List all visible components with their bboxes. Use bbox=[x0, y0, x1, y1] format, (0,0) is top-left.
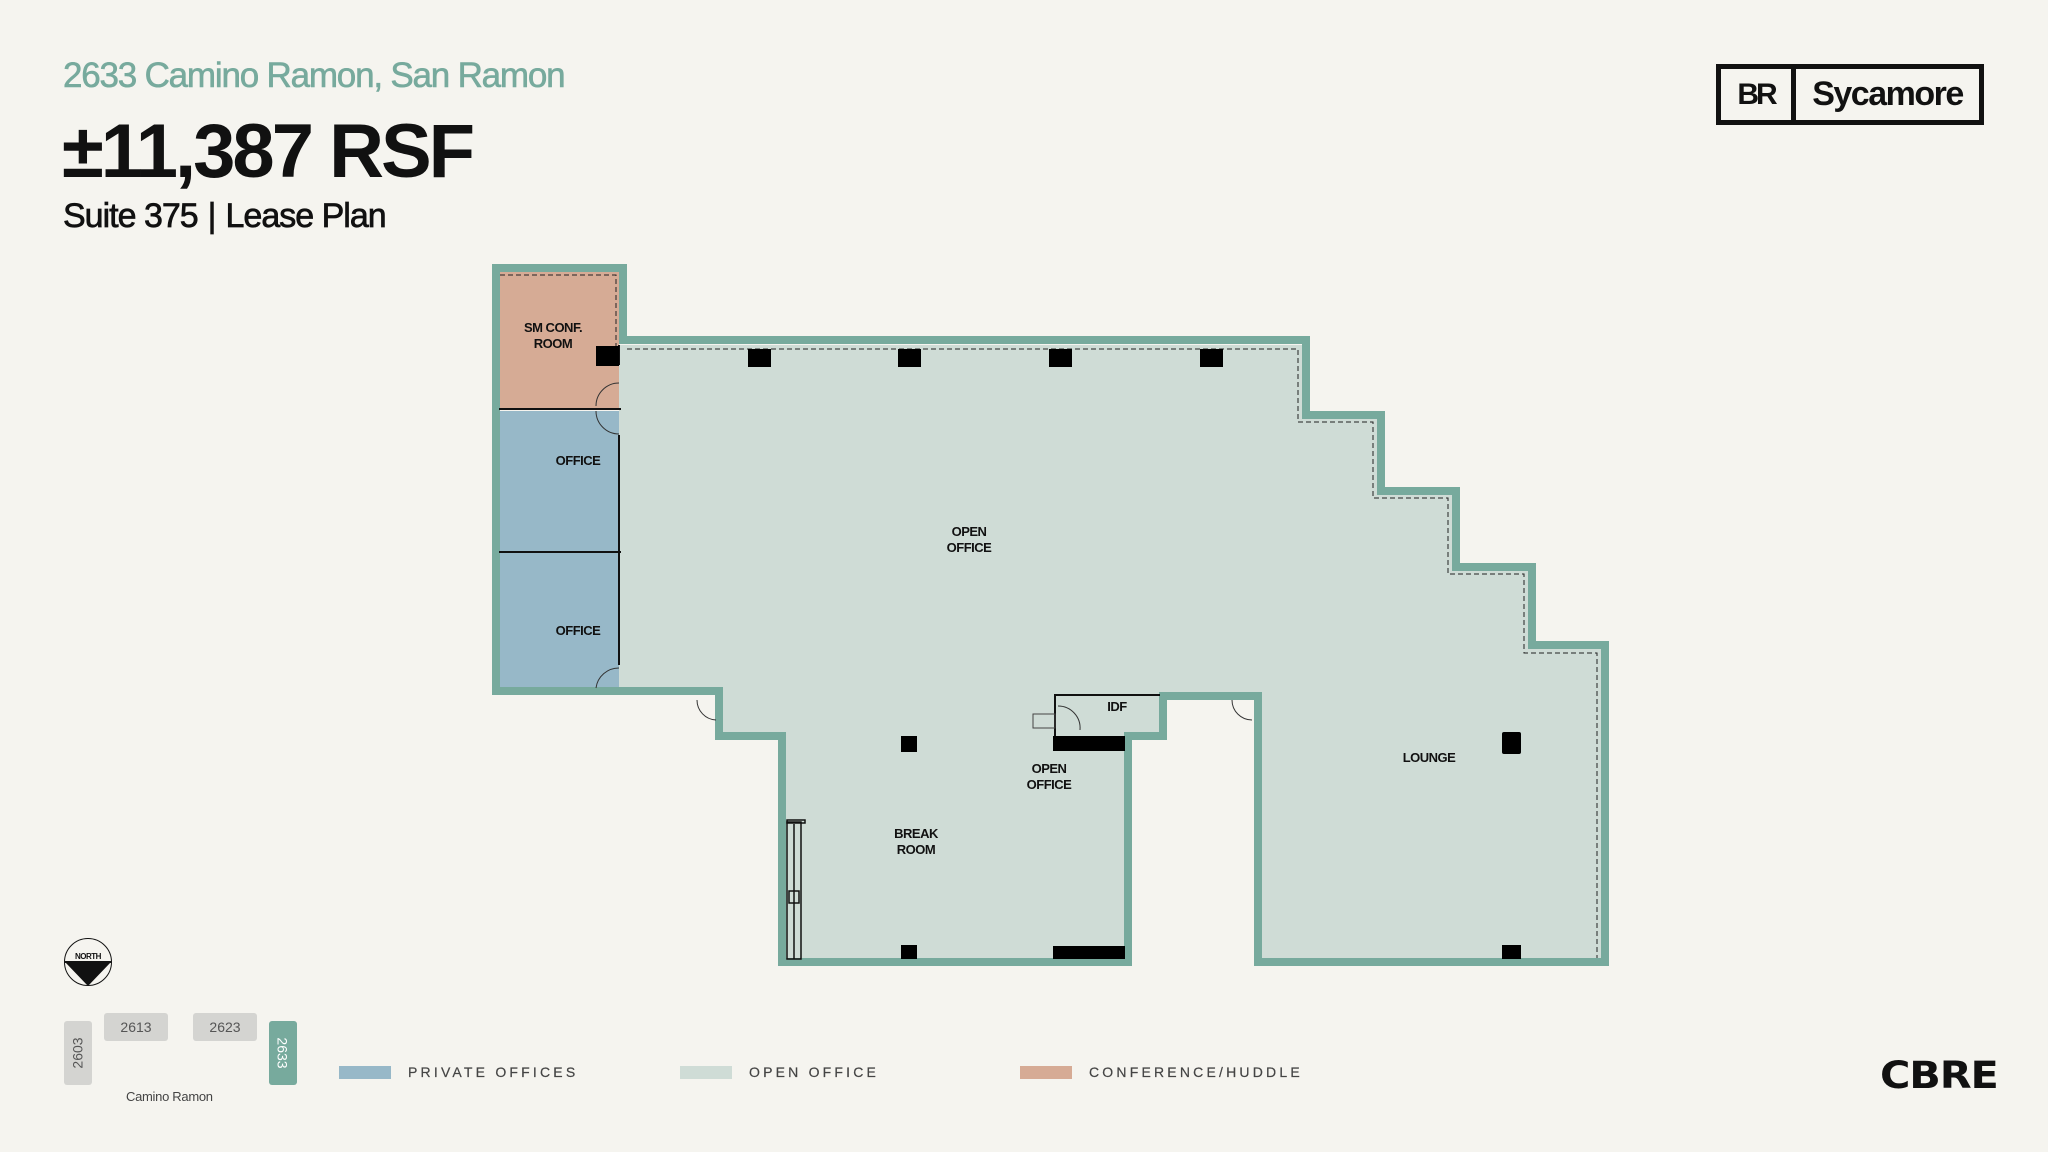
conf-glazing-line bbox=[500, 274, 617, 350]
legend-private-offices: PRIVATE OFFICES bbox=[339, 1064, 578, 1080]
label-idf: IDF bbox=[1107, 699, 1127, 714]
label-open-office-small: OPEN bbox=[1032, 761, 1067, 776]
conference-room-area bbox=[499, 272, 619, 409]
label-open-office-main: OPEN bbox=[952, 524, 987, 539]
plan-type: Lease Plan bbox=[225, 197, 387, 236]
exterior-walls bbox=[492, 264, 1609, 966]
legend-label-conference: CONFERENCE/HUDDLE bbox=[1089, 1064, 1303, 1080]
legend-conference: CONFERENCE/HUDDLE bbox=[1020, 1064, 1303, 1080]
open-office-area bbox=[619, 345, 1601, 959]
label-sm-conf-room: SM CONF. bbox=[524, 320, 582, 335]
label-sm-conf-room-2: ROOM bbox=[534, 336, 572, 351]
building-2633-highlighted: 2633 bbox=[269, 1021, 297, 1085]
room-labels: SM CONF. ROOM OFFICE OFFICE OPEN OFFICE … bbox=[524, 320, 1457, 857]
structural-columns bbox=[596, 346, 1521, 959]
north-label: NORTH bbox=[75, 952, 101, 961]
brand-name: Sycamore bbox=[1812, 75, 1964, 113]
label-break-room: BREAK bbox=[894, 826, 939, 841]
idf-equipment bbox=[1032, 713, 1056, 729]
door-swings bbox=[595, 382, 1253, 731]
legend-swatch-open bbox=[680, 1065, 732, 1079]
building-2613: 2613 bbox=[104, 1013, 168, 1041]
office-2-area bbox=[499, 553, 619, 688]
label-office-2: OFFICE bbox=[556, 623, 601, 638]
legend-open-office: OPEN OFFICE bbox=[680, 1064, 879, 1080]
label-break-room-2: ROOM bbox=[897, 842, 935, 857]
legend-label-open: OPEN OFFICE bbox=[749, 1064, 880, 1080]
rentable-area: ±11,387 RSF bbox=[62, 109, 475, 194]
suite-number: Suite 375 bbox=[63, 197, 199, 236]
cbre-logo: CBRE bbox=[1880, 1054, 1999, 1097]
property-address: 2633 Camino Ramon, San Ramon bbox=[63, 56, 566, 96]
sycamore-logo: BR Sycamore bbox=[1716, 64, 1984, 125]
office-1-area bbox=[499, 411, 619, 551]
building-2603: 2603 bbox=[64, 1021, 92, 1085]
building-2623: 2623 bbox=[193, 1013, 257, 1041]
label-open-office-main-2: OFFICE bbox=[947, 540, 992, 555]
north-arrow-icon bbox=[65, 962, 111, 985]
street-label: Camino Ramon bbox=[126, 1089, 213, 1104]
suite-subtitle: Suite 375|Lease Plan bbox=[63, 197, 387, 236]
legend-swatch-private bbox=[339, 1065, 391, 1079]
glazing-line bbox=[627, 348, 1598, 958]
subtitle-separator: | bbox=[207, 197, 217, 236]
north-arrow: NORTH bbox=[64, 938, 112, 986]
legend-swatch-conference bbox=[1020, 1065, 1072, 1079]
label-lounge: LOUNGE bbox=[1403, 750, 1456, 765]
br-monogram: BR bbox=[1721, 69, 1796, 120]
legend-label-private: PRIVATE OFFICES bbox=[408, 1064, 579, 1080]
break-room-counter bbox=[786, 819, 806, 960]
label-open-office-small-2: OFFICE bbox=[1027, 777, 1072, 792]
label-office-1: OFFICE bbox=[556, 453, 601, 468]
